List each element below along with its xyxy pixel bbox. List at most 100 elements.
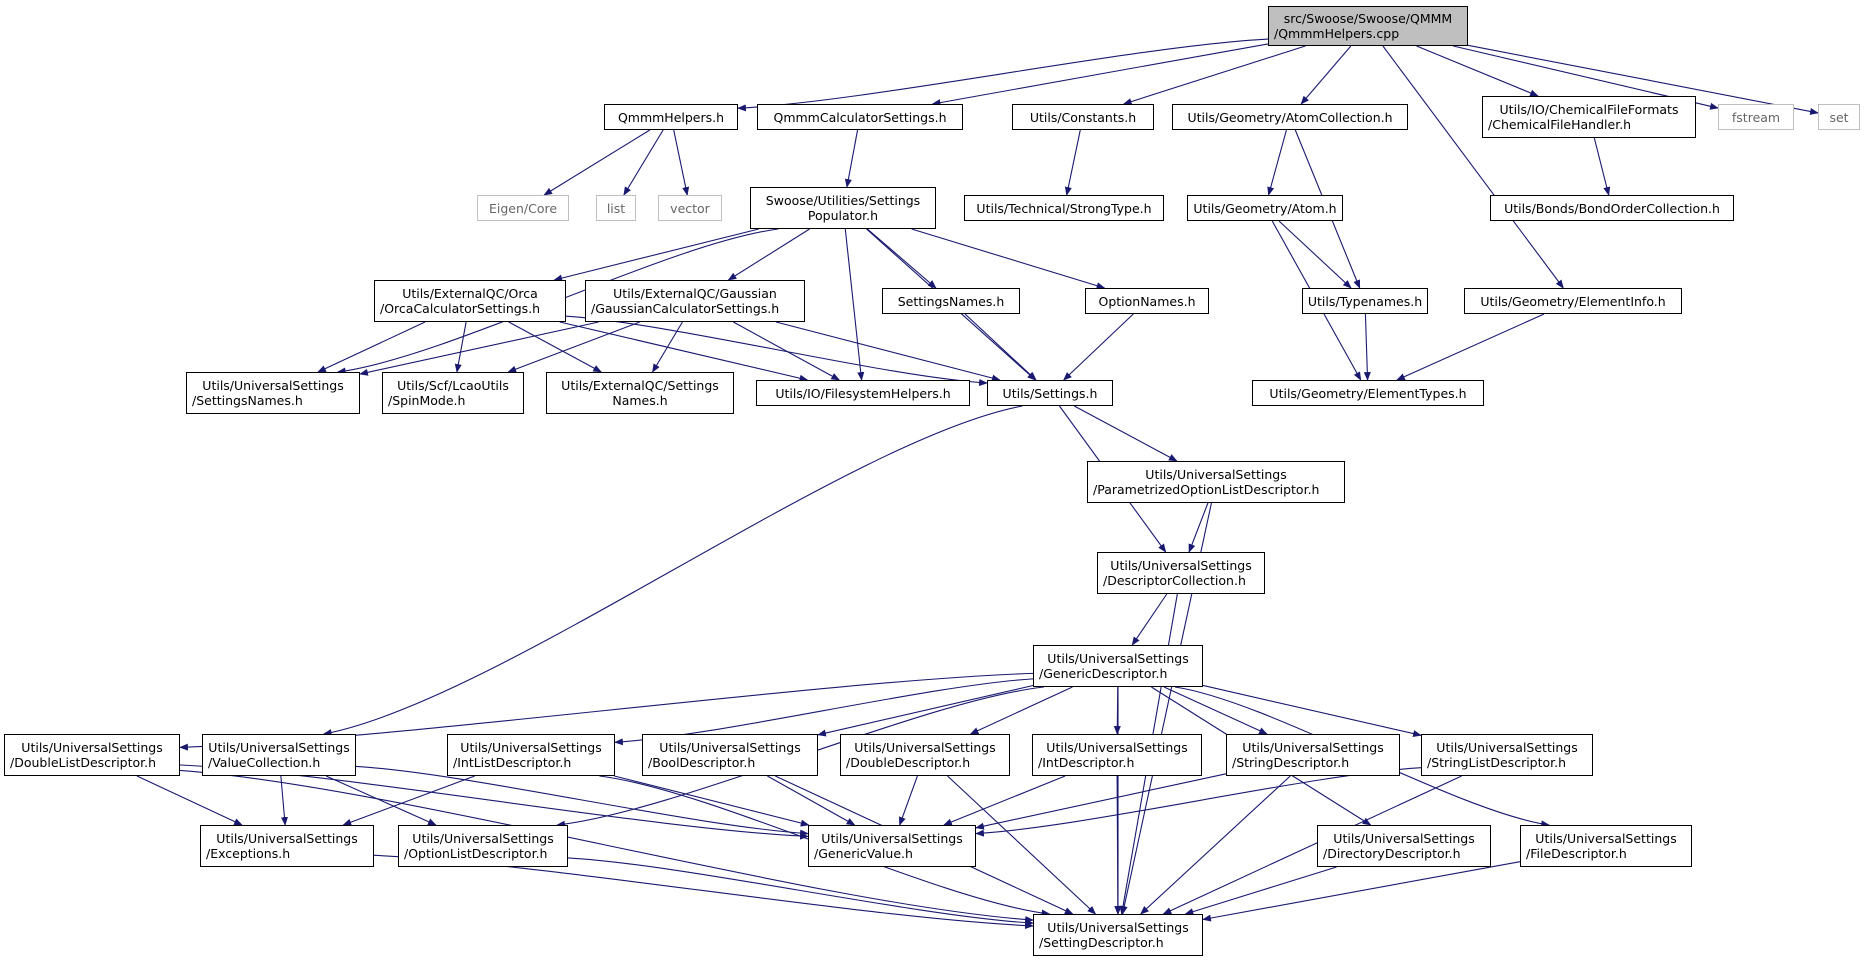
node-label-line: /ParametrizedOptionListDescriptor.h (1093, 482, 1320, 497)
node-us_settingsnames[interactable]: Utils/UniversalSettings/SettingsNames.h (186, 372, 360, 414)
edge-valuecoll-to-genericvalue (355, 765, 809, 837)
node-label-line: /BoolDescriptor.h (648, 755, 756, 770)
node-settingdesc[interactable]: Utils/UniversalSettings/SettingDescripto… (1033, 914, 1203, 956)
node-constants[interactable]: Utils/Constants.h (1012, 104, 1154, 130)
node-booldesc[interactable]: Utils/UniversalSettings/BoolDescriptor.h (642, 734, 818, 776)
node-gaussian[interactable]: Utils/ExternalQC/Gaussian/GaussianCalcul… (585, 280, 805, 322)
node-set[interactable]: set (1818, 104, 1860, 130)
node-settingsnames[interactable]: SettingsNames.h (882, 288, 1020, 314)
node-label-line: Names.h (612, 393, 668, 408)
node-label-line: /OrcaCalculatorSettings.h (380, 301, 541, 316)
node-label-line: /Exceptions.h (206, 846, 291, 861)
edge-populator-to-gaussian (727, 228, 810, 281)
edge-qmmmhelpers_h-to-vector (673, 129, 690, 196)
node-valuecoll[interactable]: Utils/UniversalSettings/ValueCollection.… (202, 734, 356, 776)
edge-desccoll-to-genericdesc (1131, 593, 1168, 646)
node-qmmmhelpers_h[interactable]: QmmmHelpers.h (604, 104, 738, 130)
node-list[interactable]: list (596, 195, 636, 221)
edge-intdesc-to-settingdesc (1114, 775, 1122, 915)
node-vector[interactable]: vector (658, 195, 722, 221)
node-filedesc[interactable]: Utils/UniversalSettings/FileDescriptor.h (1520, 825, 1692, 867)
node-typenames[interactable]: Utils/Typenames.h (1302, 288, 1428, 314)
node-strongtype[interactable]: Utils/Technical/StrongType.h (964, 195, 1164, 221)
node-paramoptlist[interactable]: Utils/UniversalSettings/ParametrizedOpti… (1087, 461, 1345, 503)
node-orca[interactable]: Utils/ExternalQC/Orca/OrcaCalculatorSett… (374, 280, 566, 322)
edge-orca-to-us_settingsnames (317, 321, 426, 373)
node-label-line: Utils/UniversalSettings (659, 740, 801, 755)
node-label-line: Utils/UniversalSettings (1046, 740, 1188, 755)
edge-root-to-chemfile (1416, 45, 1539, 97)
edge-paramoptlist-to-desccoll (1188, 502, 1209, 553)
node-stringdesc[interactable]: Utils/UniversalSettings/StringDescriptor… (1226, 734, 1400, 776)
edge-gaussian-to-spinmode (507, 321, 640, 373)
node-label-line: Utils/UniversalSettings (821, 831, 963, 846)
node-eigen[interactable]: Eigen/Core (477, 195, 569, 221)
node-exceptions[interactable]: Utils/UniversalSettings/Exceptions.h (200, 825, 374, 867)
node-label-line: Utils/UniversalSettings (460, 740, 602, 755)
node-optionnames[interactable]: OptionNames.h (1085, 288, 1209, 314)
edge-root-to-qmmmhelpers_h (737, 38, 1269, 112)
node-atomcollection[interactable]: Utils/Geometry/AtomCollection.h (1172, 104, 1408, 130)
node-label-line: /DoubleListDescriptor.h (10, 755, 157, 770)
edge-optionlist-to-settingdesc (567, 857, 1034, 927)
node-fstream[interactable]: fstream (1718, 104, 1794, 130)
node-label-line: Utils/UniversalSettings (854, 740, 996, 755)
edge-filedesc-to-settingdesc (1202, 861, 1521, 922)
node-label-line: /FileDescriptor.h (1526, 846, 1627, 861)
node-label-line: /SpinMode.h (388, 393, 466, 408)
node-label-line: SettingsNames.h (897, 293, 1005, 309)
node-label-line: QmmmHelpers.h (617, 109, 725, 125)
node-settings[interactable]: Utils/Settings.h (987, 380, 1113, 406)
node-label-line: Utils/UniversalSettings (1535, 831, 1677, 846)
edge-genericdesc-to-doubledesc (969, 686, 1073, 735)
edge-populator-to-fshelpers (844, 228, 865, 381)
node-intdesc[interactable]: Utils/UniversalSettings/IntDescriptor.h (1032, 734, 1202, 776)
edge-gaussian-to-fshelpers (733, 321, 841, 381)
edge-atom-to-typenames (1278, 220, 1352, 289)
node-genericvalue[interactable]: Utils/UniversalSettings/GenericValue.h (808, 825, 976, 867)
node-spinmode[interactable]: Utils/Scf/LcaoUtils/SpinMode.h (382, 372, 524, 414)
node-optionlist[interactable]: Utils/UniversalSettings/OptionListDescri… (398, 825, 568, 867)
node-label-line: Utils/UniversalSettings (1242, 740, 1384, 755)
node-label-line: vector (670, 200, 710, 216)
node-bondorder[interactable]: Utils/Bonds/BondOrderCollection.h (1490, 195, 1734, 221)
node-doublelist[interactable]: Utils/UniversalSettings/DoubleListDescri… (4, 734, 180, 776)
edge-root-to-atomcollection (1300, 45, 1352, 105)
node-label-line: /GaussianCalculatorSettings.h (591, 301, 780, 316)
node-qmmmcalc[interactable]: QmmmCalculatorSettings.h (757, 104, 963, 130)
node-label-line: Utils/UniversalSettings (216, 831, 358, 846)
node-label-line: Utils/Settings.h (1002, 385, 1098, 401)
node-desccoll[interactable]: Utils/UniversalSettings/DescriptorCollec… (1097, 552, 1265, 594)
node-label-line: /GenericDescriptor.h (1039, 666, 1168, 681)
node-root[interactable]: src/Swoose/Swoose/QMMM/QmmmHelpers.cpp (1268, 6, 1468, 46)
edge-dirdesc-to-settingdesc (1184, 866, 1337, 916)
node-label-line: Utils/ExternalQC/Settings (561, 378, 719, 393)
edge-orca-to-spinmode (454, 321, 467, 373)
node-atom[interactable]: Utils/Geometry/Atom.h (1187, 195, 1343, 221)
edge-intdesc-to-genericvalue (943, 775, 1066, 826)
node-elementtypes[interactable]: Utils/Geometry/ElementTypes.h (1252, 380, 1484, 406)
edge-doublelist-to-settingdesc (179, 769, 1034, 924)
edge-qmmmcalc-to-populator (844, 129, 859, 188)
node-label-line: /SettingsNames.h (192, 393, 303, 408)
node-chemfile[interactable]: Utils/IO/ChemicalFileFormats/ChemicalFil… (1482, 96, 1696, 138)
node-label-line: Utils/IO/ChemicalFileFormats (1499, 102, 1679, 117)
node-label-line: /DoubleDescriptor.h (846, 755, 971, 770)
node-doubledesc[interactable]: Utils/UniversalSettings/DoubleDescriptor… (840, 734, 1010, 776)
node-elementinfo[interactable]: Utils/Geometry/ElementInfo.h (1464, 288, 1682, 314)
node-label-line: Utils/UniversalSettings (1436, 740, 1578, 755)
node-stringlist[interactable]: Utils/UniversalSettings/StringListDescri… (1421, 734, 1593, 776)
node-dirdesc[interactable]: Utils/UniversalSettings/DirectoryDescrip… (1317, 825, 1491, 867)
node-genericdesc[interactable]: Utils/UniversalSettings/GenericDescripto… (1033, 645, 1203, 687)
node-label-line: /SettingDescriptor.h (1039, 935, 1164, 950)
edge-atomcollection-to-atom (1267, 129, 1287, 196)
node-label-line: /OptionListDescriptor.h (404, 846, 548, 861)
node-label-line: Utils/Technical/StrongType.h (976, 200, 1152, 216)
node-label-line: /ValueCollection.h (208, 755, 321, 770)
node-label-line: Utils/UniversalSettings (1047, 651, 1189, 666)
node-intlist[interactable]: Utils/UniversalSettings/IntListDescripto… (447, 734, 615, 776)
node-fshelpers[interactable]: Utils/IO/FilesystemHelpers.h (756, 380, 970, 406)
